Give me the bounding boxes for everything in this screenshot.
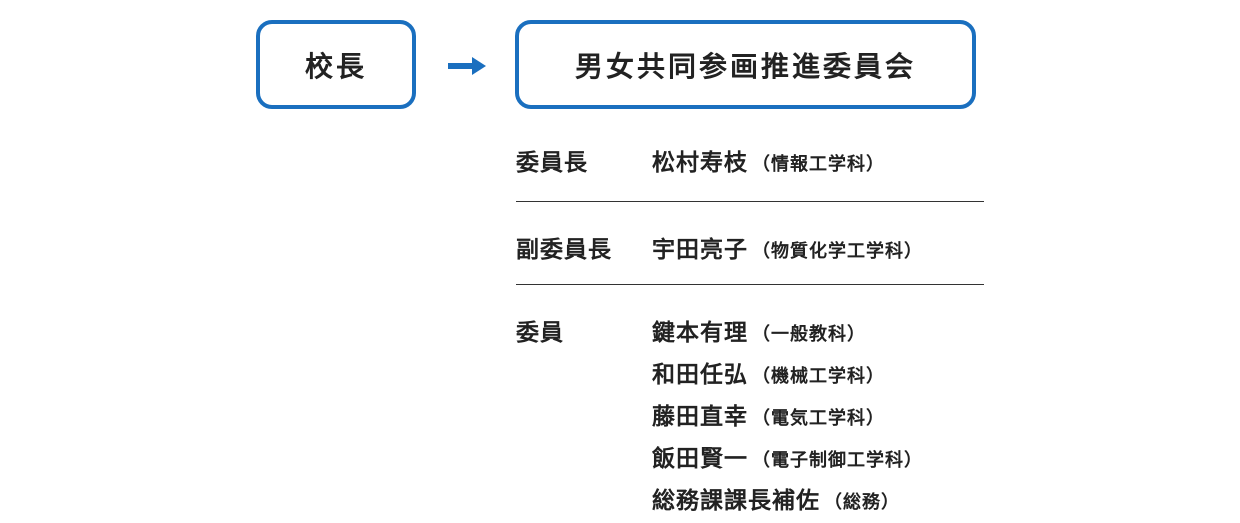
member-dept: （電子制御工学科） (752, 450, 923, 471)
member-dept: （一般教科） (752, 324, 866, 345)
member-dept: （電気工学科） (752, 408, 885, 429)
member-entry: 宇田亮子（物質化学工学科） (652, 230, 923, 272)
committee-label: 男女共同参画推進委員会 (574, 49, 916, 83)
committee-box: 男女共同参画推進委員会 (515, 20, 976, 109)
member-entry: 総務課課長補佐（総務） (652, 481, 923, 523)
member-dept: （情報工学科） (752, 154, 885, 175)
section-divider (516, 284, 984, 285)
principal-box: 校長 (256, 20, 416, 109)
members-section: 委員 鍵本有理（一般教科） 和田任弘（機械工学科） 藤田直幸（電気工学科） 飯田… (516, 285, 984, 523)
chair-role-label: 委員長 (516, 150, 588, 176)
arrow-right-icon (448, 57, 486, 75)
section-divider (516, 201, 984, 202)
member-name: 鍵本有理 (652, 320, 748, 346)
principal-label: 校長 (304, 49, 367, 83)
member-name: 総務課課長補佐 (652, 488, 820, 514)
member-name: 和田任弘 (652, 362, 748, 388)
member-name: 藤田直幸 (652, 404, 748, 430)
member-entry: 松村寿枝（情報工学科） (652, 143, 885, 185)
vice-chair-role-label: 副委員長 (516, 237, 612, 263)
member-dept: （総務） (824, 492, 900, 513)
member-name: 飯田賢一 (652, 446, 748, 472)
member-entry: 飯田賢一（電子制御工学科） (652, 439, 923, 481)
vice-chair-members: 宇田亮子（物質化学工学科） (652, 230, 923, 272)
members-role-label: 委員 (516, 320, 564, 346)
members-list: 鍵本有理（一般教科） 和田任弘（機械工学科） 藤田直幸（電気工学科） 飯田賢一（… (652, 313, 923, 523)
member-dept: （物質化学工学科） (752, 241, 923, 262)
member-entry: 鍵本有理（一般教科） (652, 313, 923, 355)
member-name: 松村寿枝 (652, 150, 748, 176)
member-name: 宇田亮子 (652, 237, 748, 263)
committee-roster: 委員長 松村寿枝（情報工学科） 副委員長 宇田亮子（物質化学工学科） 委員 鍵本… (516, 140, 984, 523)
member-entry: 和田任弘（機械工学科） (652, 355, 923, 397)
member-dept: （機械工学科） (752, 366, 885, 387)
chair-section: 委員長 松村寿枝（情報工学科） (516, 140, 984, 201)
member-entry: 藤田直幸（電気工学科） (652, 397, 923, 439)
chair-members: 松村寿枝（情報工学科） (652, 143, 885, 185)
vice-chair-section: 副委員長 宇田亮子（物質化学工学科） (516, 202, 984, 284)
